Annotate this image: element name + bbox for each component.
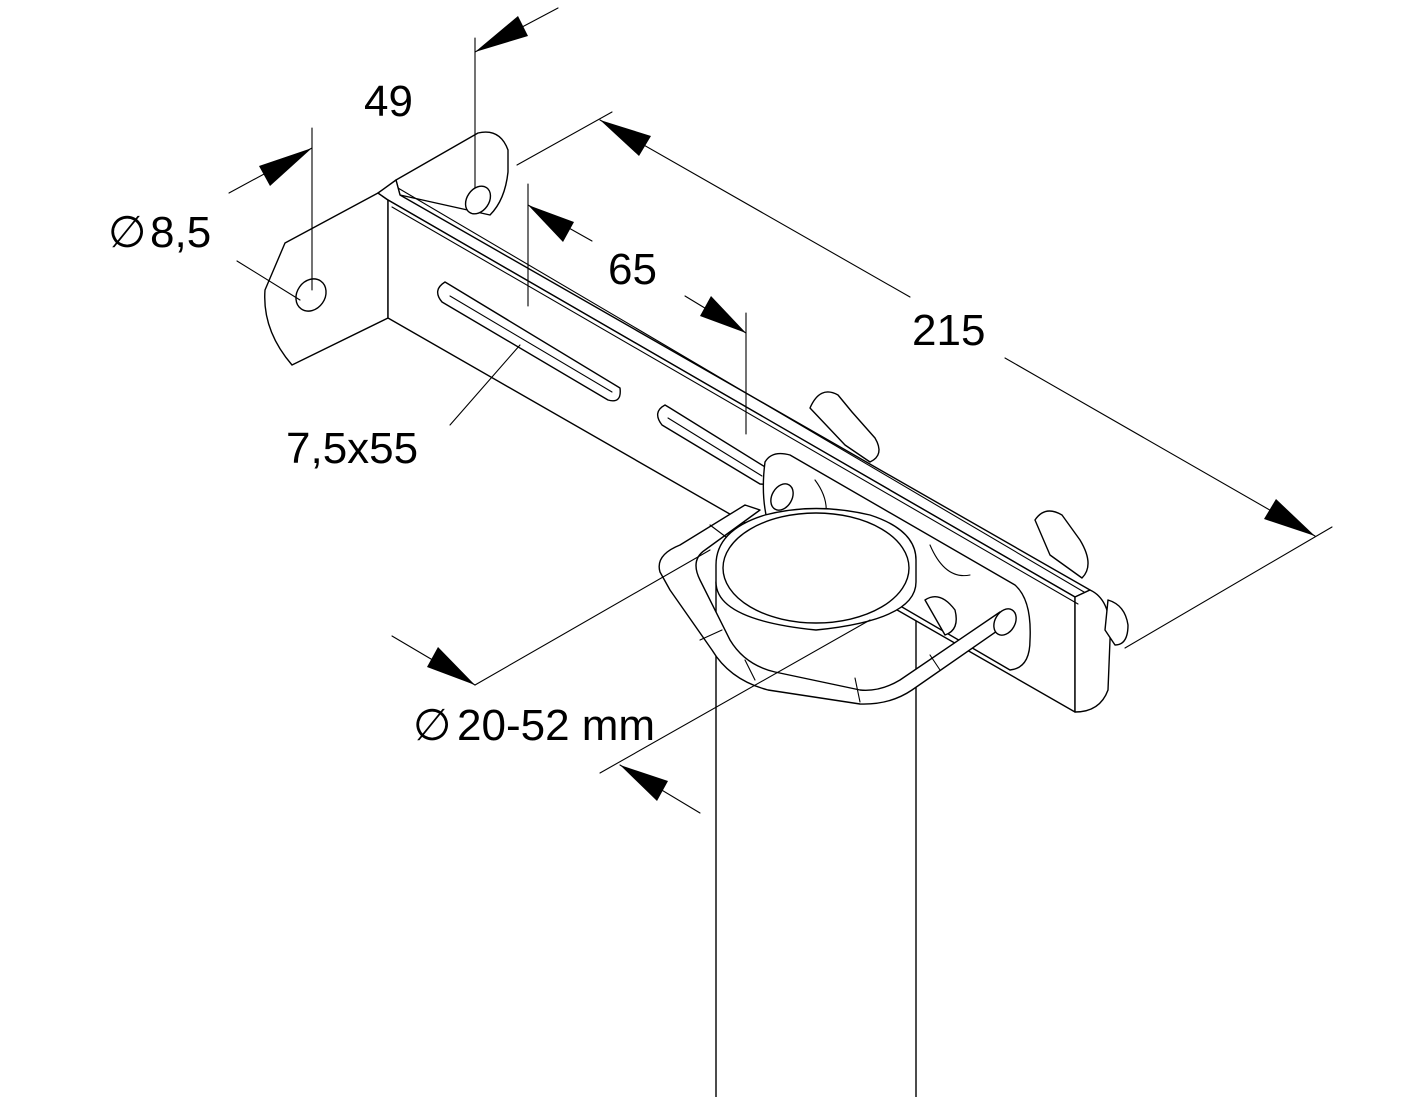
dim-pipe-diameter: 20-52 mm [457, 701, 655, 750]
arrow-49-right [475, 16, 528, 52]
dim-overall-length: 215 [912, 306, 985, 355]
arrow-pipe-right [620, 765, 668, 801]
arrow-215-left [600, 120, 651, 156]
dim-hole-spacing: 49 [364, 77, 413, 126]
dimension-labels: 49 ∅ 8,5 65 215 7,5x55 ∅ 20-52 mm [108, 77, 985, 750]
dim-hole-diameter: 8,5 [150, 208, 211, 257]
arrow-65-left [528, 205, 574, 242]
mount-hole-right [464, 185, 492, 215]
dimension-lines [228, 7, 1333, 814]
arrow-215-right [1264, 499, 1315, 536]
arrow-65-right [700, 296, 746, 333]
dim-slot-spacing: 65 [608, 245, 657, 294]
wing-nut-top [809, 391, 1129, 646]
pipe-top [715, 507, 917, 631]
u-bolt [658, 483, 1017, 705]
diameter-symbol-icon: ∅ [108, 208, 146, 257]
slot-long [437, 281, 621, 402]
arrow-pipe-left [427, 647, 475, 685]
diameter-symbol-icon: ∅ [413, 701, 451, 750]
dim-slot-size: 7,5x55 [286, 424, 418, 473]
mast-pipe [715, 581, 917, 1097]
arrow-49-left [259, 148, 312, 186]
mount-hole-left [295, 278, 327, 312]
